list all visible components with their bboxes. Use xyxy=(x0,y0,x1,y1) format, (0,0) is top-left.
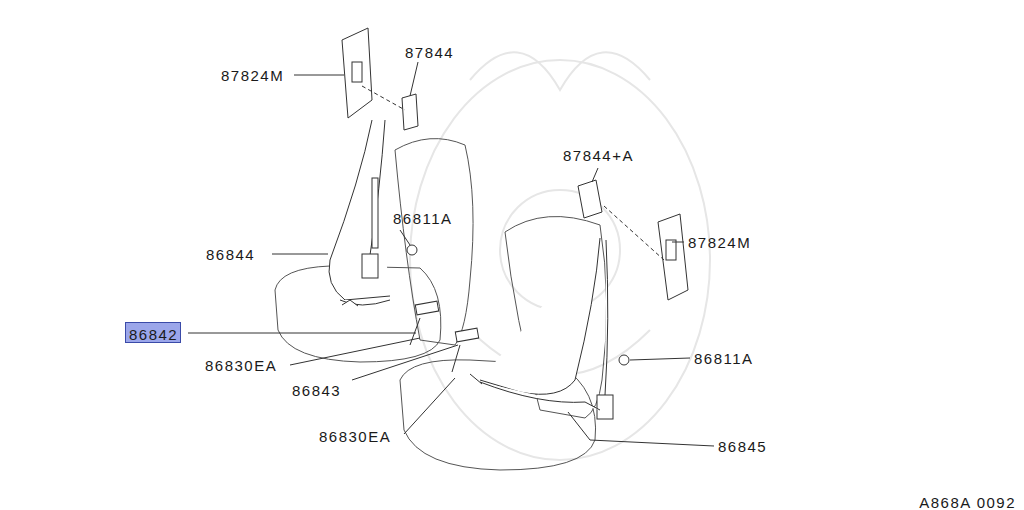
seats xyxy=(275,139,607,470)
callout-number: 87844 xyxy=(405,45,454,60)
callout-number: 86830EA xyxy=(205,358,277,373)
callout-number: 87824M xyxy=(221,68,284,83)
callout-number: 86830EA xyxy=(319,429,391,444)
callout-number: 87844+A xyxy=(563,148,634,163)
highlight-box: 86842 xyxy=(125,322,181,343)
watermark xyxy=(410,52,710,460)
figure-code: A868A 0092 xyxy=(919,495,1016,510)
callout-number: 87824M xyxy=(688,235,751,250)
callout-number: 86811A xyxy=(694,351,754,366)
dashed-guides xyxy=(362,86,664,260)
callout-number: 86811A xyxy=(393,211,453,226)
callout-number: 86845 xyxy=(718,439,767,454)
leader-lines xyxy=(188,62,714,446)
callout-number: 86844 xyxy=(206,247,255,262)
callout-number: 86842 xyxy=(129,327,178,342)
callout-number: 86843 xyxy=(292,383,341,398)
